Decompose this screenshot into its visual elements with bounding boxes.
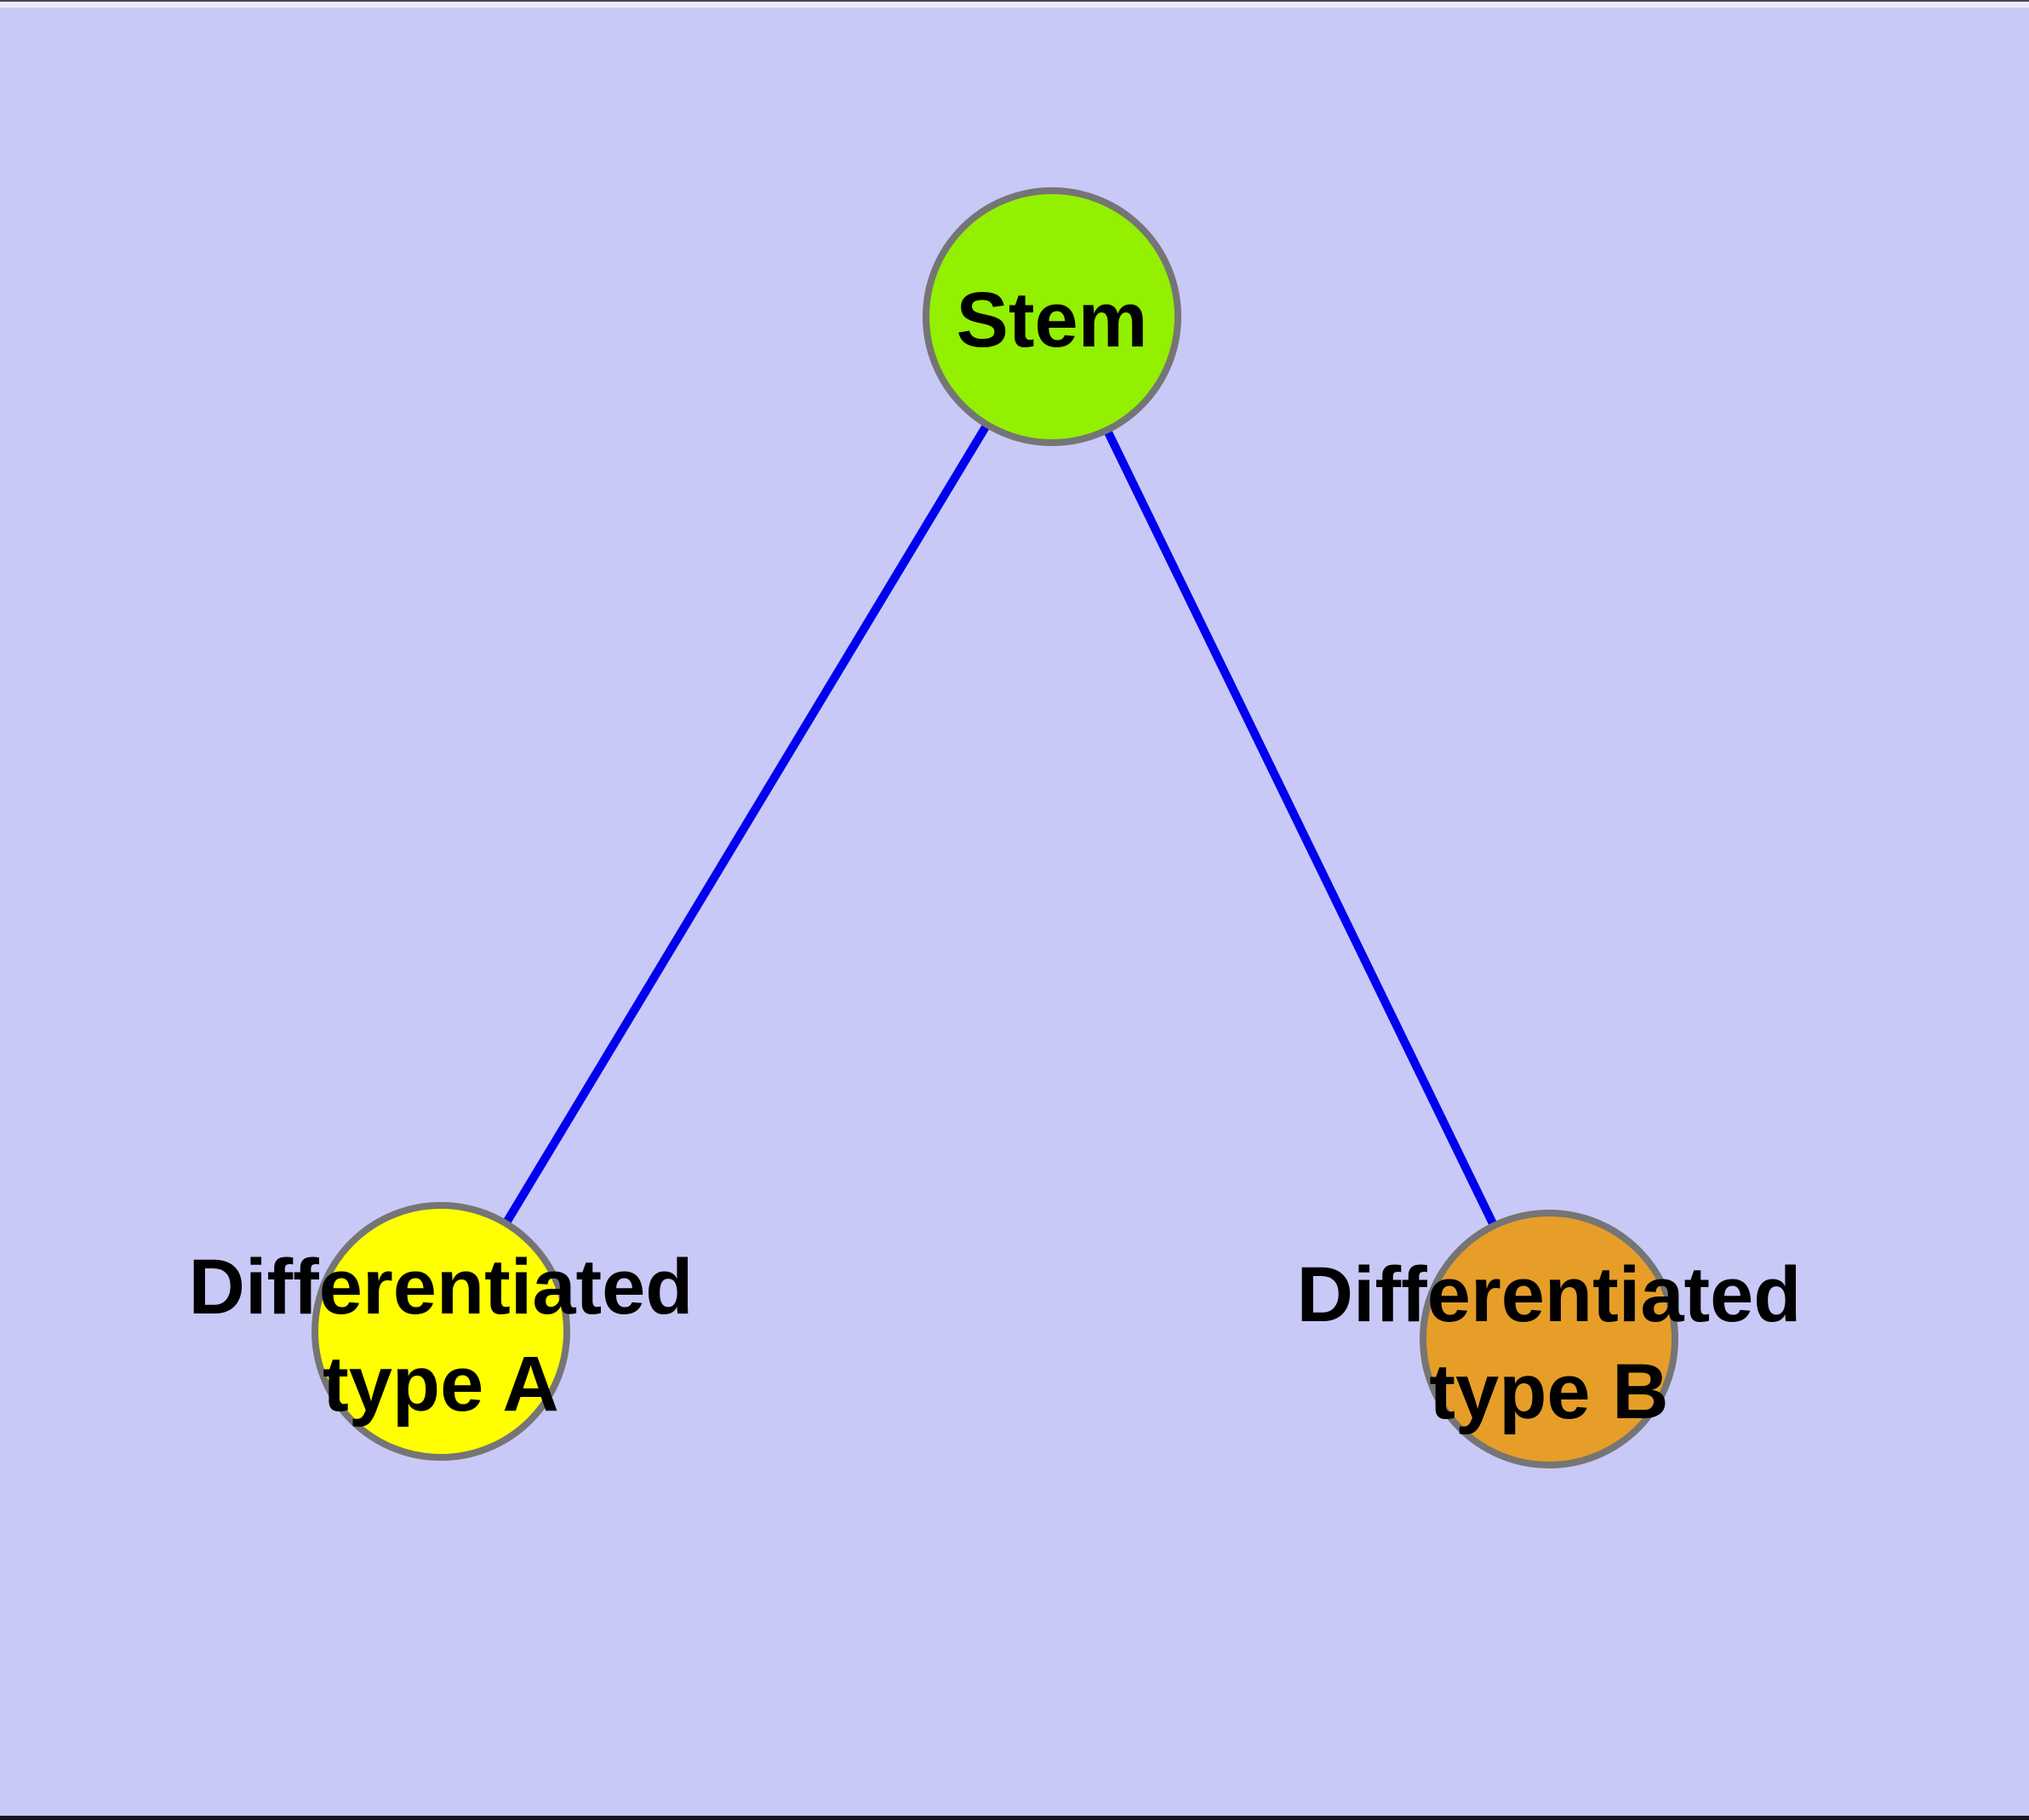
- node-stem-circle: [923, 187, 1181, 446]
- top-edge-highlight: [0, 2, 2029, 8]
- top-edge-line: [0, 0, 2029, 2]
- node-type-b-label-line1: Differentiated: [1297, 1251, 1802, 1338]
- edge-stem-to-type-b: [1048, 314, 1553, 1342]
- node-type-a-circle: [311, 1202, 570, 1461]
- node-type-b-label-line2: type B: [1429, 1348, 1668, 1435]
- node-type-a-label-line1: Differentiated: [189, 1244, 694, 1331]
- node-type-a-label-line2: type A: [323, 1341, 559, 1428]
- node-stem-label: Stem: [957, 277, 1148, 363]
- node-type-b-circle: [1420, 1210, 1678, 1468]
- bottom-edge-line: [0, 1816, 2029, 1820]
- edge-stem-to-type-a: [437, 314, 1056, 1334]
